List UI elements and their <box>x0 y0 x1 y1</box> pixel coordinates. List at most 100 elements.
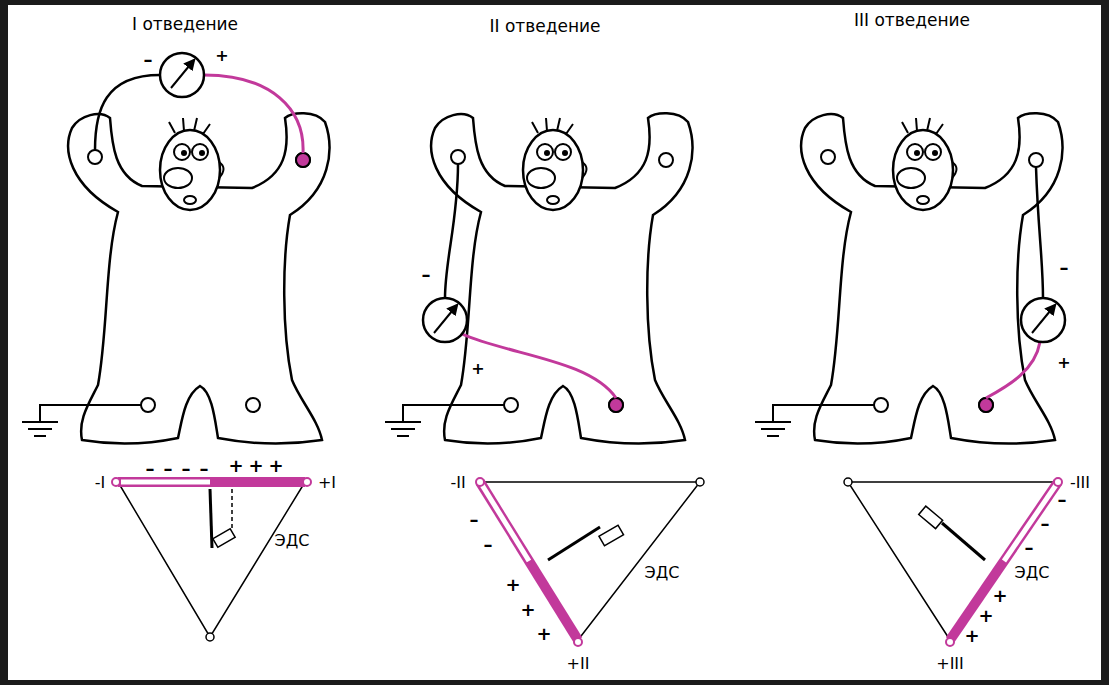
label-slot: + <box>505 576 520 595</box>
polarity-sign: + <box>471 361 484 377</box>
label-slot: +III <box>936 654 964 673</box>
vertex-dot <box>112 478 120 486</box>
label-slot: – <box>484 536 493 555</box>
negative-wire <box>95 75 160 150</box>
label-slot: – <box>470 511 479 530</box>
negative-wire <box>445 164 458 298</box>
galvanometer <box>423 298 467 342</box>
label-slot: I отведение <box>132 15 238 34</box>
polarity-sign: – <box>470 511 479 529</box>
emf-vector <box>942 523 985 560</box>
polarity-sign: – <box>146 460 155 478</box>
polarity-sign: – <box>484 536 493 554</box>
label-slot: – <box>182 460 191 479</box>
emf-label: ЭДС <box>275 533 310 549</box>
einthoven-triangle <box>118 482 305 637</box>
lead-title: I отведение <box>132 16 238 33</box>
vertex-label: -II <box>450 475 465 491</box>
emf-vector <box>548 527 600 560</box>
label-slot: +II <box>567 654 590 673</box>
lead-axis-hollow <box>482 485 529 561</box>
label-slot: + <box>978 607 993 626</box>
polarity-sign: + <box>520 601 535 619</box>
vertex-label: +II <box>567 656 590 672</box>
lead-axis-hollow <box>121 480 210 485</box>
label-slot: – <box>1041 515 1050 534</box>
dipole-symbol <box>213 529 235 548</box>
einthoven-triangle <box>480 482 700 640</box>
polarity-sign: + <box>536 625 551 643</box>
polarity-sign: – <box>1058 491 1067 509</box>
label-slot: + <box>992 587 1007 606</box>
emf-label: ЭДС <box>645 565 680 581</box>
projection-line <box>231 489 233 528</box>
galvanometer <box>160 53 204 97</box>
figure <box>22 113 329 443</box>
polarity-sign: – <box>1060 259 1069 277</box>
label-slot: + <box>215 46 228 65</box>
polarity-sign: + <box>1057 355 1070 371</box>
label-slot: + <box>228 457 243 476</box>
background <box>8 5 1101 680</box>
label-slot: – <box>1025 539 1034 558</box>
vertex-dot <box>844 478 852 486</box>
positive-wire <box>462 334 616 398</box>
label-slot: – <box>200 460 209 479</box>
label-slot: +I <box>318 473 336 492</box>
polarity-sign: + <box>992 587 1007 605</box>
label-slot: – <box>164 460 173 479</box>
label-slot: + <box>248 457 263 476</box>
polarity-sign: + <box>505 576 520 594</box>
figure <box>385 113 692 443</box>
negative-wire <box>1036 167 1043 298</box>
lead-title: II отведение <box>489 18 600 35</box>
label-slot: – <box>1058 491 1067 510</box>
label-slot: II отведение <box>489 17 600 36</box>
lead-axis-hollow <box>1004 485 1056 561</box>
label-slot: + <box>520 601 535 620</box>
lead-axis <box>480 482 578 640</box>
meter-needle <box>1032 305 1055 333</box>
active-electrode <box>296 153 310 167</box>
positive-wire <box>204 75 303 153</box>
polarity-sign: – <box>182 460 191 478</box>
label-slot: + <box>964 627 979 646</box>
vertex-label: +III <box>936 656 964 672</box>
positive-wire <box>986 342 1040 398</box>
figure <box>755 113 1062 443</box>
vertex-label: +I <box>318 475 336 491</box>
meter-needle <box>434 305 457 333</box>
vertex-dot <box>574 638 582 646</box>
label-slot: + <box>268 457 283 476</box>
polarity-sign: – <box>144 51 153 69</box>
label-slot: -III <box>1070 473 1090 492</box>
emf-label: ЭДС <box>1015 565 1050 581</box>
active-electrode <box>609 398 623 412</box>
label-slot: – <box>144 51 153 70</box>
label-slot: + <box>1057 353 1070 372</box>
polarity-sign: – <box>1025 539 1034 557</box>
label-slot: – <box>1060 259 1069 278</box>
vertex-dot <box>476 478 484 486</box>
meter-needle <box>171 60 194 88</box>
emf-vector <box>210 489 212 548</box>
label-slot: ЭДС <box>275 531 310 550</box>
vertex-dot <box>303 478 311 486</box>
vertex-label: -I <box>95 475 106 491</box>
vertex-dot <box>206 633 214 641</box>
einthoven-triangle <box>848 482 1058 640</box>
lead-title: III отведение <box>854 12 970 29</box>
label-slot: ЭДС <box>1015 563 1050 582</box>
dipole-symbol <box>919 506 943 529</box>
label-slot: -I <box>95 473 106 492</box>
label-slot: – <box>422 266 431 285</box>
label-slot: – <box>146 460 155 479</box>
polarity-sign: + <box>215 48 228 64</box>
active-electrode <box>979 398 993 412</box>
polarity-sign: – <box>200 460 209 478</box>
label-slot: + <box>536 625 551 644</box>
polarity-sign: + <box>978 607 993 625</box>
vertex-dot <box>1054 478 1062 486</box>
